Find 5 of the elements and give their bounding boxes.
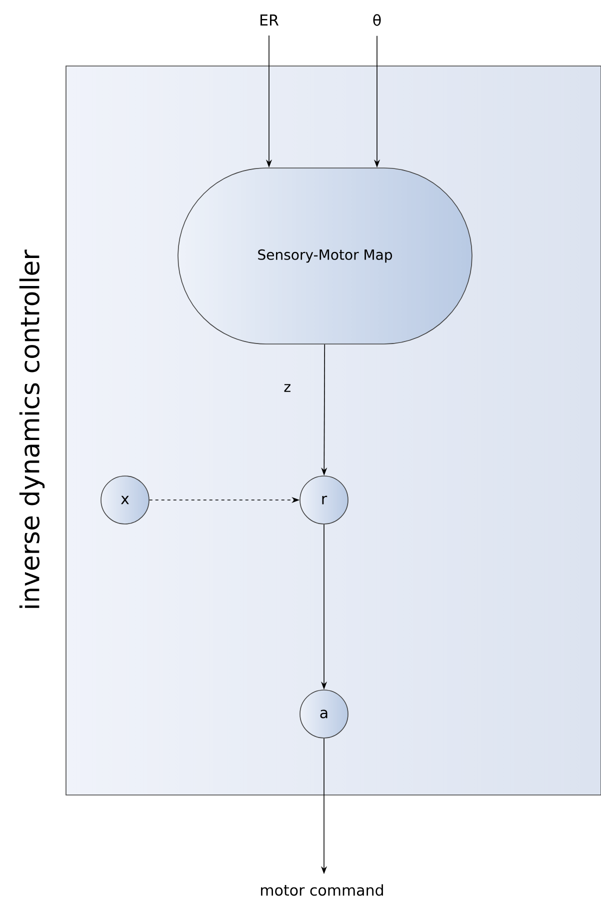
signal-label: ER [260, 14, 279, 26]
signal-label: θ [373, 14, 381, 26]
edge-label: z [284, 384, 290, 392]
node-label: inverse dynamics controller [19, 250, 45, 608]
signal-label: motor command [261, 884, 383, 896]
